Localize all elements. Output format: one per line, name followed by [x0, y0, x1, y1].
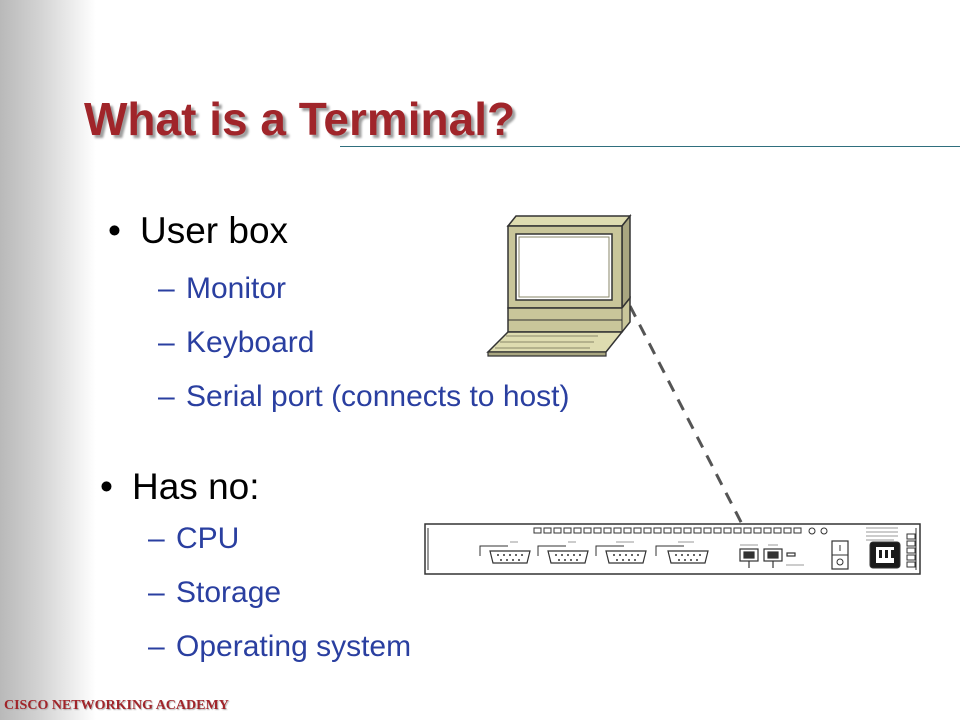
router-panel-icon	[424, 523, 921, 575]
dash: –	[158, 326, 175, 359]
terminal-computer-icon	[486, 213, 632, 357]
sub-item-label: Storage	[176, 576, 282, 609]
title-rule	[340, 146, 960, 147]
left-gradient-band	[0, 0, 96, 720]
footer-academy-label: CISCO NETWORKING ACADEMY	[4, 698, 229, 713]
sub-item-operating-system: –Operating system	[148, 630, 411, 664]
dash: –	[148, 630, 165, 663]
bullet-dot: •	[100, 466, 113, 507]
dash: –	[148, 576, 165, 609]
sub-item-monitor: –Monitor	[158, 272, 286, 306]
sub-item-label: Serial port (connects to host)	[186, 380, 570, 413]
bullet-dot: •	[108, 210, 121, 251]
bullet-has-no: • Has no:	[100, 466, 260, 508]
bullet-has-no-label: Has no:	[132, 466, 260, 507]
sub-item-serial-port: –Serial port (connects to host)	[158, 380, 570, 414]
dash: –	[148, 522, 165, 555]
sub-item-label: CPU	[176, 522, 240, 555]
dash: –	[158, 380, 175, 413]
sub-item-cpu: –CPU	[148, 522, 239, 556]
bullet-user-box: • User box	[108, 210, 288, 252]
dash: –	[158, 272, 175, 305]
sub-item-label: Operating system	[176, 630, 412, 663]
serial-cable-icon	[628, 305, 744, 525]
sub-item-keyboard: –Keyboard	[158, 326, 314, 360]
sub-item-storage: –Storage	[148, 576, 281, 610]
sub-item-label: Monitor	[186, 272, 287, 305]
sub-item-label: Keyboard	[186, 326, 315, 359]
slide-title: What is a Terminal?	[84, 93, 516, 145]
bullet-user-box-label: User box	[140, 210, 289, 251]
